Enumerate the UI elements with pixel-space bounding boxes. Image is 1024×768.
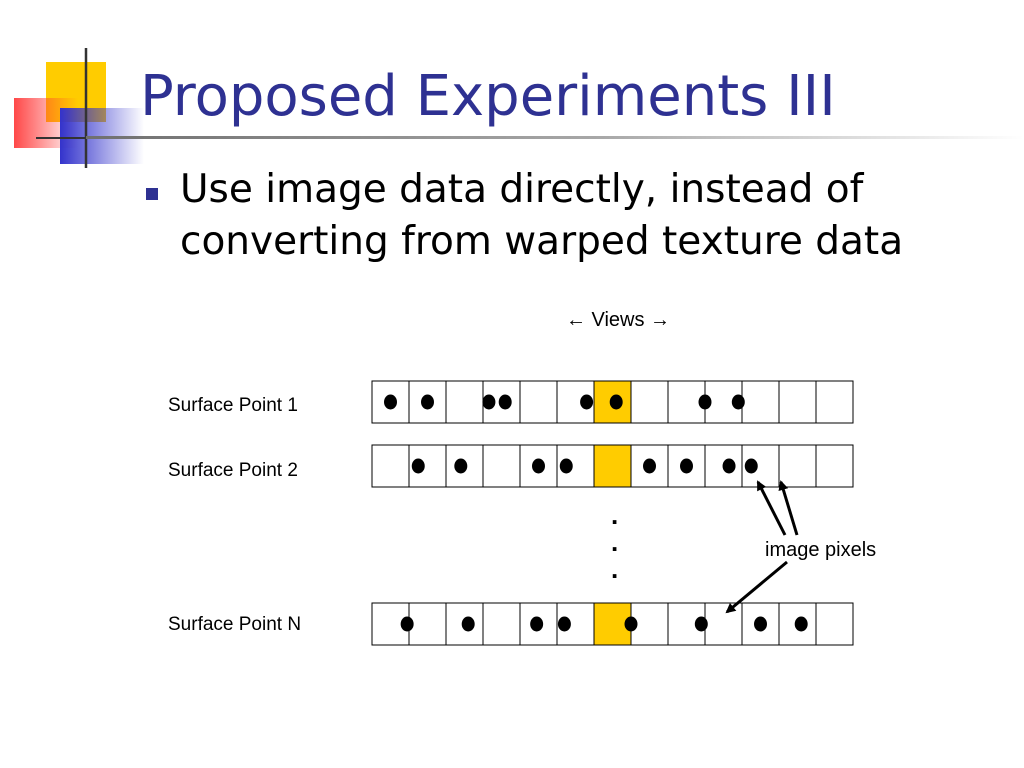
view-cell bbox=[815, 602, 854, 646]
row-label-2: Surface Point 2 bbox=[168, 460, 298, 481]
view-cell bbox=[630, 380, 669, 424]
view-cell bbox=[371, 444, 410, 488]
view-cell bbox=[408, 602, 447, 646]
view-cell bbox=[445, 380, 484, 424]
image-pixel-dot bbox=[794, 616, 808, 632]
image-pixel-dot bbox=[454, 458, 468, 474]
image-pixel-dot bbox=[557, 616, 571, 632]
image-pixel-dot bbox=[411, 458, 425, 474]
view-cell bbox=[815, 380, 854, 424]
ellipsis-dot: . bbox=[611, 554, 618, 584]
image-pixel-dot bbox=[722, 458, 736, 474]
ellipsis-dot: . bbox=[611, 500, 618, 530]
row-label-1: Surface Point 1 bbox=[168, 395, 298, 416]
bullet-square-icon bbox=[146, 188, 158, 200]
image-pixel-dot bbox=[384, 394, 397, 410]
image-pixel-dot bbox=[698, 394, 712, 410]
page-title: Proposed Experiments III bbox=[140, 64, 836, 129]
image-pixel-dot bbox=[694, 616, 708, 632]
image-pixel-dot bbox=[744, 458, 758, 474]
image-pixel-dot bbox=[461, 616, 475, 632]
image-pixel-dot bbox=[754, 616, 767, 632]
image-pixel-dot bbox=[482, 394, 496, 410]
image-pixel-dot bbox=[559, 458, 573, 474]
image-pixel-dot bbox=[609, 394, 623, 410]
image-pixel-dot bbox=[421, 394, 434, 410]
view-cell bbox=[778, 380, 817, 424]
title-divider bbox=[86, 136, 1024, 139]
image-pixel-dot bbox=[530, 616, 544, 632]
image-pixel-dot bbox=[498, 394, 512, 410]
image-pixel-dot bbox=[680, 458, 693, 474]
row-label-n: Surface Point N bbox=[168, 614, 301, 635]
views-label: ← Views → bbox=[566, 309, 670, 331]
view-cell bbox=[482, 444, 521, 488]
image-pixel-dot bbox=[731, 394, 745, 410]
callout-arrow bbox=[778, 480, 799, 536]
view-cell bbox=[482, 602, 521, 646]
view-cell bbox=[408, 380, 447, 424]
view-cell bbox=[741, 380, 780, 424]
view-cell bbox=[519, 380, 558, 424]
callout-arrow bbox=[756, 480, 787, 536]
ellipsis-dot: . bbox=[611, 527, 618, 557]
view-cell bbox=[778, 444, 817, 488]
image-pixel-dot bbox=[624, 616, 638, 632]
image-pixel-dot bbox=[532, 458, 545, 474]
highlighted-view-cell bbox=[593, 444, 632, 488]
view-cell bbox=[815, 444, 854, 488]
callout-label: image pixels bbox=[765, 539, 876, 561]
view-cell bbox=[519, 444, 558, 488]
view-cell bbox=[704, 602, 743, 646]
image-pixel-dot bbox=[580, 394, 594, 410]
bullet-text: Use image data directly, instead of conv… bbox=[180, 167, 904, 264]
image-pixel-dot bbox=[643, 458, 656, 474]
image-pixel-dot bbox=[400, 616, 414, 632]
callout-arrow bbox=[725, 560, 788, 614]
